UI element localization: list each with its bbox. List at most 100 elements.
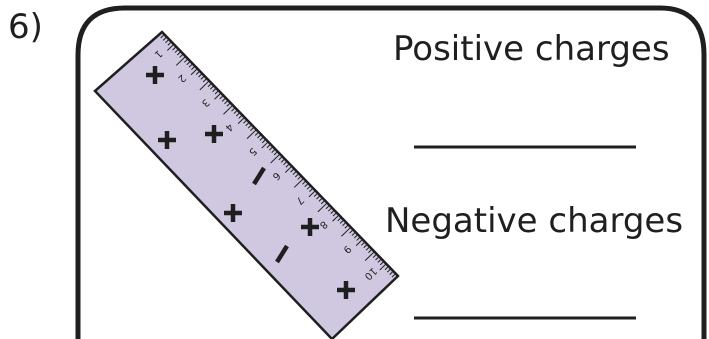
ruler-tick — [327, 207, 333, 212]
ruler-tick — [200, 75, 205, 80]
ruler-tick — [306, 185, 312, 190]
ruler-tick — [285, 163, 290, 168]
ruler-tick — [237, 117, 245, 125]
ruler-tick — [166, 43, 175, 51]
ruler-tick — [280, 158, 286, 163]
ruler-tick — [160, 34, 165, 39]
ruler-tick — [337, 217, 342, 222]
ruler-tick — [372, 253, 378, 258]
ruler-tick — [356, 236, 361, 241]
ruler-tick — [270, 153, 281, 164]
ruler-tick — [391, 273, 396, 278]
ruler-tick — [199, 80, 210, 91]
ruler-tick — [368, 248, 373, 253]
ruler-tick — [247, 124, 253, 129]
ruler-tick — [243, 119, 248, 124]
positive-charge-icon — [205, 125, 223, 143]
ruler-tick — [209, 85, 215, 90]
ruler-tick — [332, 212, 337, 217]
ruler-tick — [207, 82, 212, 88]
ruler-tick — [261, 141, 269, 149]
ruler-tick — [174, 48, 179, 53]
ruler-tick — [226, 102, 231, 107]
ruler-tick — [355, 239, 363, 247]
ruler-tick — [308, 190, 316, 198]
ruler-tick — [165, 38, 170, 44]
ruler-tick — [246, 129, 257, 139]
ruler-tick — [309, 187, 314, 192]
positive-charge-icon — [146, 66, 164, 84]
positive-charges-label: Positive charges — [393, 29, 670, 69]
ruler-tick — [167, 41, 172, 46]
ruler-tick — [214, 90, 219, 95]
ruler-tick — [233, 109, 238, 114]
ruler-tick — [223, 104, 234, 115]
negative-charge-icon — [275, 244, 289, 264]
ruler-tick — [231, 107, 236, 112]
ruler-tick — [202, 78, 208, 83]
ruler-tick — [293, 178, 304, 188]
ruler-tick — [353, 234, 359, 239]
ruler-tick — [266, 143, 271, 149]
ruler-tick — [224, 99, 229, 105]
ruler-tick — [172, 46, 177, 51]
positive-charge-icon — [301, 218, 319, 236]
ruler-tick — [318, 197, 323, 202]
ruler-tick — [283, 160, 288, 166]
ruler-tick — [389, 270, 394, 275]
ruler-tick — [176, 51, 182, 56]
ruler-tick — [297, 175, 302, 180]
ruler-tick — [254, 131, 260, 136]
ruler-tick — [278, 156, 283, 161]
ruler-body — [93, 30, 400, 339]
ruler-tick — [186, 60, 191, 66]
question-number: 6) — [8, 7, 43, 47]
ruler-tick — [349, 229, 354, 234]
ruler-tick — [221, 97, 227, 102]
ruler-tick — [361, 241, 366, 246]
ruler-tick — [304, 182, 309, 188]
ruler-tick — [320, 200, 326, 205]
ruler-tick — [330, 209, 335, 214]
ruler-tick — [184, 58, 189, 63]
ruler-tick — [235, 112, 241, 117]
ruler-tick — [290, 168, 295, 173]
ruler-tick — [245, 121, 250, 127]
ruler-tick — [179, 53, 184, 58]
ruler-tick — [384, 265, 389, 271]
positive-charge-icon — [337, 281, 355, 299]
ruler-tick — [250, 126, 255, 131]
ruler-tick — [162, 36, 168, 41]
ruler-tick — [302, 180, 307, 185]
charge-symbols — [146, 66, 355, 299]
ruler-tick — [259, 136, 264, 141]
ruler-tick — [198, 73, 203, 78]
ruler-tick — [257, 134, 262, 139]
ruler-tick — [273, 151, 278, 156]
ruler-tick — [238, 114, 243, 119]
negative-charges-label: Negative charges — [385, 201, 684, 241]
ruler-tick — [351, 231, 356, 236]
ruler-tick — [219, 95, 224, 100]
ruler-tick — [284, 165, 293, 173]
ruler-tick — [292, 170, 297, 175]
ruler-tick — [379, 261, 385, 266]
ruler-tick — [375, 256, 380, 261]
ruler-tick — [191, 65, 196, 70]
ruler-tick — [313, 192, 319, 197]
ruler-tick — [332, 214, 340, 222]
ruler-tick — [316, 195, 321, 200]
panel-border — [75, 5, 707, 339]
ruler-tick — [342, 221, 347, 227]
ruler-tick — [341, 226, 352, 237]
ruler-tick — [175, 56, 186, 66]
ruler-tick — [339, 219, 345, 224]
ruler-tick — [271, 148, 276, 153]
ruler-tick — [364, 251, 375, 261]
ruler-tick — [195, 70, 201, 75]
ruler-tick — [188, 63, 194, 68]
positive-charge-icon — [224, 204, 242, 222]
ruler-tick — [386, 268, 392, 273]
positive-charge-icon — [158, 131, 176, 149]
